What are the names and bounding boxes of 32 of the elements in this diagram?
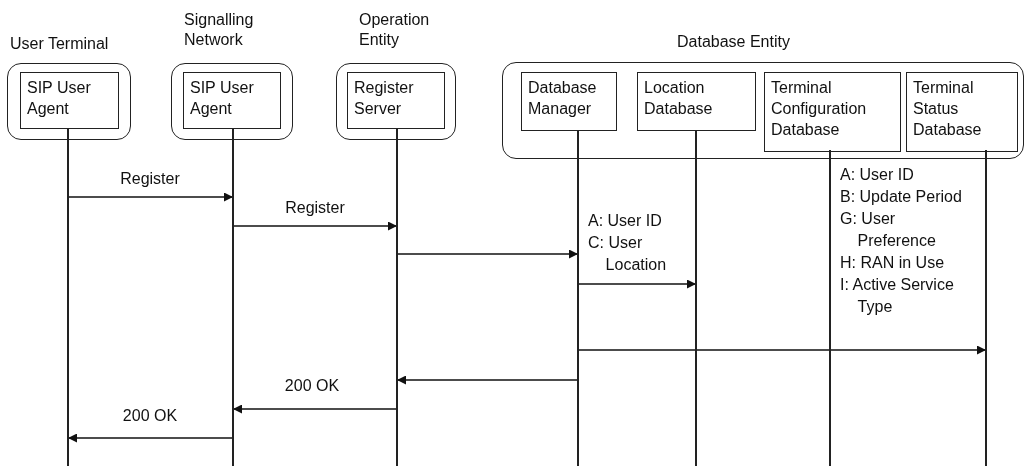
component-box: Database Manager <box>521 72 617 131</box>
message-arrow <box>67 192 234 202</box>
component-box: Terminal Status Database <box>906 72 1018 152</box>
message-arrow <box>232 404 398 414</box>
message-arrow <box>577 279 697 289</box>
lifeline <box>67 128 69 466</box>
component-box: Register Server <box>347 72 445 129</box>
lifeline <box>232 128 234 466</box>
message-arrow <box>67 433 234 443</box>
lifeline <box>695 130 697 466</box>
entity-heading: Database Entity <box>677 32 790 52</box>
lifeline <box>985 150 987 466</box>
message-label: 200 OK <box>122 406 178 426</box>
message-arrow <box>232 221 398 231</box>
entity-heading: Signalling Network <box>184 10 255 50</box>
component-box: SIP User Agent <box>183 72 281 129</box>
component-box: SIP User Agent <box>20 72 119 129</box>
message-label: 200 OK <box>284 376 340 396</box>
lifeline <box>829 150 831 466</box>
message-arrow <box>396 375 579 385</box>
lifeline <box>396 128 398 466</box>
message-label: Register <box>285 198 345 218</box>
message-arrow <box>577 345 987 355</box>
message-arrow <box>396 249 579 259</box>
message-label: Register <box>120 169 180 189</box>
lifeline <box>577 130 579 466</box>
entity-heading: Operation Entity <box>359 10 431 50</box>
message-label: A: User ID B: Update Period G: User Preference H: RAN in Use I: Active Service Type <box>840 165 963 317</box>
message-label: A: User ID C: User Location <box>588 211 668 275</box>
component-box: Location Database <box>637 72 756 131</box>
entity-heading: User Terminal <box>10 34 109 54</box>
component-box: Terminal Configuration Database <box>764 72 901 152</box>
